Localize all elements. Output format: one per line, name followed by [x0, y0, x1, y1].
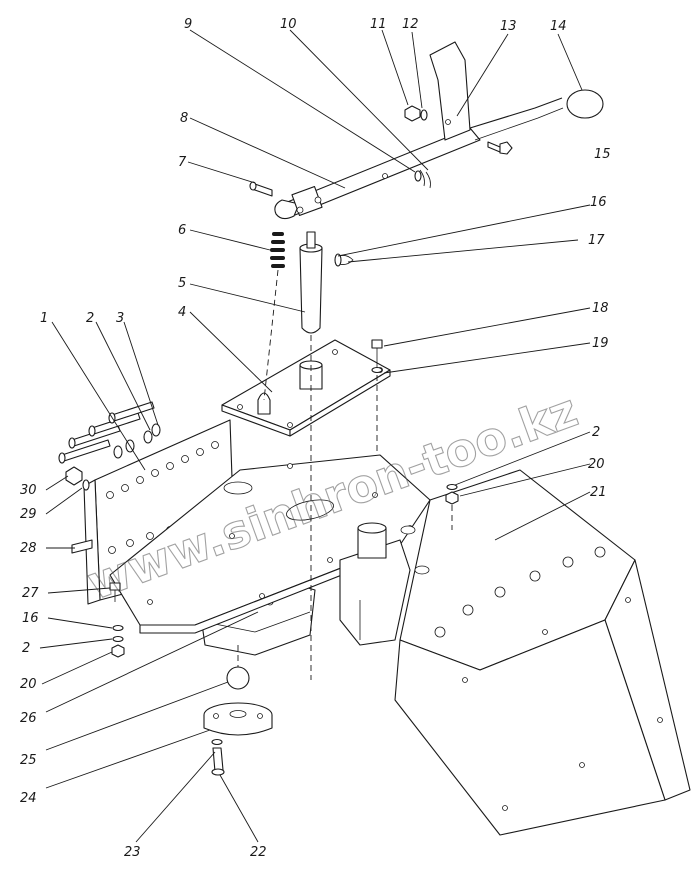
- part-6-spring: [270, 232, 285, 268]
- callout-7: 7: [178, 155, 187, 170]
- part-4-top-plate: [221, 339, 391, 437]
- callout-23: 23: [124, 845, 141, 860]
- fasteners-top: [249, 105, 513, 374]
- callout-9: 9: [184, 17, 192, 32]
- callout-1: 1: [40, 311, 48, 326]
- part-21-bracket-plate: [394, 469, 691, 836]
- callout-21: 21: [590, 485, 607, 500]
- callout-16-top: 16: [590, 195, 607, 210]
- callout-2-lower: 2: [22, 641, 30, 656]
- part-8-lever: [274, 41, 604, 220]
- callout-19: 19: [592, 336, 609, 351]
- parts-22-26-lower-assembly: [203, 666, 273, 776]
- callout-29: 29: [20, 507, 37, 522]
- main-base-plate: [109, 454, 431, 634]
- callout-20-right: 20: [588, 457, 605, 472]
- callout-20-left: 20: [20, 677, 37, 692]
- callout-24: 24: [20, 791, 37, 806]
- fasteners-right: [445, 483, 459, 505]
- callout-2-left: 2: [86, 311, 94, 326]
- callout-12: 12: [402, 17, 419, 32]
- callout-8: 8: [180, 111, 188, 126]
- callout-6: 6: [178, 223, 186, 238]
- part-5-shaft: [299, 231, 323, 334]
- callout-10: 10: [280, 17, 297, 32]
- callout-14: 14: [550, 19, 567, 34]
- pivot-pillar: [339, 522, 430, 646]
- callout-4: 4: [178, 305, 186, 320]
- callout-18: 18: [592, 301, 609, 316]
- callout-25: 25: [20, 753, 37, 768]
- callout-28: 28: [20, 541, 37, 556]
- callout-30: 30: [20, 483, 37, 498]
- callout-17: 17: [588, 233, 605, 248]
- callout-13: 13: [500, 19, 517, 34]
- callout-2-right: 2: [592, 425, 600, 440]
- callout-5: 5: [178, 276, 186, 291]
- leader-lines: [39, 29, 591, 843]
- assembly-axes: [237, 269, 453, 680]
- callout-22: 22: [250, 845, 267, 860]
- callout-16-left: 16: [22, 611, 39, 626]
- callout-3: 3: [116, 311, 124, 326]
- callout-26: 26: [20, 711, 37, 726]
- callout-15: 15: [594, 147, 611, 162]
- callout-11: 11: [370, 17, 387, 32]
- callout-27: 27: [22, 586, 39, 601]
- callouts: 9 10 11 12 13 14 8 15 7 16 6 17 5 18 4 1…: [20, 17, 611, 860]
